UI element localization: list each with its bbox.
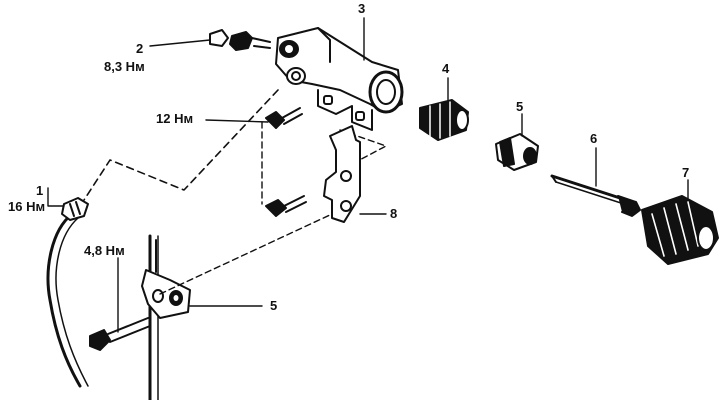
callout-5-number: 5	[516, 99, 524, 114]
callout-clip-number: 5	[270, 298, 278, 313]
dust-boot-icon	[641, 195, 719, 265]
callout-8-number: 8	[390, 206, 398, 221]
hose-to-cylinder-dashes	[83, 89, 279, 201]
bolt-lower-torque: 4,8 Нм	[84, 243, 125, 258]
callout-6-number: 6	[590, 131, 598, 146]
slave-cylinder-body	[275, 27, 404, 131]
lower-bolt-icon	[265, 195, 307, 217]
piston-icon	[495, 133, 539, 171]
push-rod-icon	[550, 174, 641, 217]
leader-lines	[47, 17, 689, 333]
callout-2-torque: 8,3 Нм	[104, 59, 145, 74]
hose-fitting-icon	[61, 197, 89, 221]
hose-clip-bracket	[141, 239, 191, 319]
bleed-screw-icon	[209, 29, 271, 51]
bolt-upper-torque: 12 Нм	[156, 111, 194, 126]
piston-seal-icon	[419, 99, 469, 141]
callout-7-number: 7	[682, 165, 690, 180]
bracket-plate	[323, 125, 361, 223]
hose-line	[46, 212, 159, 400]
clip-bolt-icon	[89, 317, 151, 351]
callout-1-number: 1	[36, 183, 44, 198]
callout-3-number: 3	[358, 1, 366, 16]
upper-bolt-icon	[265, 107, 303, 129]
callout-4-number: 4	[442, 61, 450, 76]
callout-1-torque: 16 Нм	[8, 199, 46, 214]
callout-2-number: 2	[136, 41, 144, 56]
